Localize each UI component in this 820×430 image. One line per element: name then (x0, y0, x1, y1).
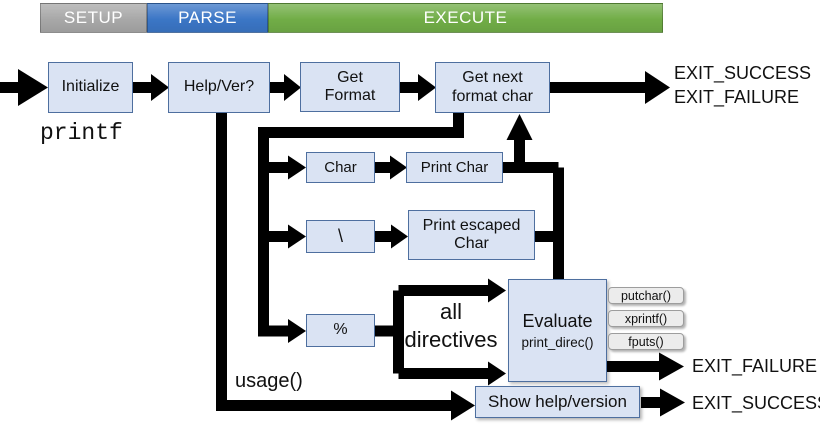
arrow-spine-to-char (263, 155, 306, 180)
node-help-ver-label: Help/Ver? (183, 78, 255, 96)
arrow-initialize-to-helpver (133, 74, 169, 101)
node-get-format: Get Format (300, 62, 400, 112)
node-percent: % (306, 314, 375, 347)
arrow-entry (0, 69, 48, 106)
arrow-getnext-to-exits (550, 71, 670, 104)
annotation-printf: printf (40, 120, 123, 146)
node-print-escaped-char: Print escaped Char (408, 210, 535, 260)
node-show-help-label: Show help/version (488, 392, 627, 412)
line-return-to-getnext (503, 114, 564, 280)
annotation-usage: usage() (235, 370, 303, 392)
node-percent-label: % (333, 321, 348, 339)
node-print-char-label: Print Char (420, 158, 489, 176)
node-backslash-label: \ (337, 226, 343, 247)
arrow-char-to-printchar (375, 155, 407, 180)
arrow-evaluate-to-exitfailure (607, 352, 684, 381)
node-char-label: Char (324, 158, 357, 176)
callout-xprintf: xprintf() (608, 310, 684, 327)
node-char: Char (306, 152, 375, 183)
node-evaluate-subtitle: print_direc() (521, 334, 594, 350)
callout-putchar: putchar() (608, 287, 684, 304)
arrow-backslash-to-printescaped (375, 224, 408, 249)
node-show-help-version: Show help/version (475, 386, 640, 418)
node-help-ver: Help/Ver? (168, 62, 270, 113)
line-percent-to-evaluate (375, 278, 506, 386)
arrow-spine-to-backslash (263, 224, 306, 249)
node-print-escaped-label: Print escaped Char (422, 216, 521, 252)
phase-bar-execute: EXECUTE (268, 3, 663, 33)
callout-putchar-label: putchar() (620, 288, 672, 303)
phase-bar-setup: SETUP (40, 3, 147, 33)
arrow-getformat-to-getnext (400, 74, 436, 101)
node-initialize: Initialize (48, 62, 133, 113)
arrow-helpver-to-getformat (270, 74, 301, 101)
exit-labels-top: EXIT_SUCCESS EXIT_FAILURE (674, 61, 811, 109)
node-initialize-label: Initialize (61, 78, 120, 96)
annotation-all-directives: all directives (404, 299, 498, 352)
node-get-next-format-char: Get next format char (435, 62, 550, 113)
arrow-showhelp-to-exitsuccess (641, 388, 685, 417)
exit-failure-top-label: EXIT_FAILURE (674, 87, 800, 107)
phase-label-parse: PARSE (178, 8, 237, 27)
node-get-next-label: Get next format char (452, 69, 533, 105)
exit-failure-bottom-label: EXIT_FAILURE (692, 356, 818, 376)
phase-label-setup: SETUP (63, 8, 124, 27)
node-print-char: Print Char (406, 152, 503, 183)
line-helpver-to-showhelp (216, 113, 475, 421)
callout-fputs-label: fputs() (628, 334, 664, 349)
callout-fputs: fputs() (608, 333, 684, 350)
phase-bar-parse: PARSE (147, 3, 268, 33)
exit-success-bottom-label: EXIT_SUCCESS (692, 393, 820, 413)
node-evaluate: Evaluate print_direc() (508, 279, 607, 382)
exit-success-top-label: EXIT_SUCCESS (674, 63, 812, 83)
phase-label-execute: EXECUTE (423, 8, 508, 27)
node-backslash: \ (306, 220, 375, 253)
node-get-format-label: Get Format (324, 68, 376, 104)
node-evaluate-title: Evaluate (522, 310, 593, 331)
callout-xprintf-label: xprintf() (624, 311, 668, 326)
line-getnext-down-spine-to-percent (258, 113, 464, 343)
